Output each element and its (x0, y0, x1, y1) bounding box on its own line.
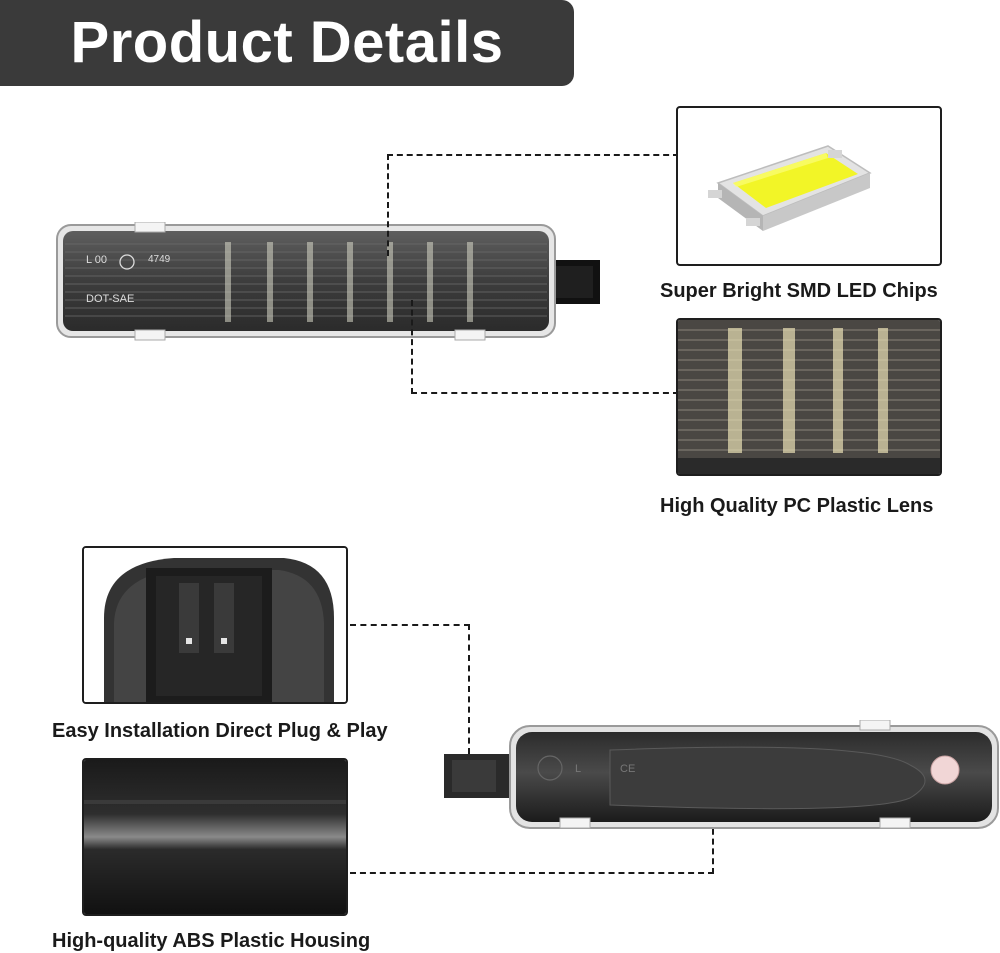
abs-housing-closeup (84, 760, 346, 914)
caption-lens: High Quality PC Plastic Lens (660, 495, 934, 517)
lamp-front-mark-dot: DOT-SAE (86, 293, 135, 305)
caption-housing: High-quality ABS Plastic Housing (52, 930, 371, 952)
housing-closeup-frame (82, 758, 348, 916)
lamp-front-mark-code: 4749 (148, 254, 171, 265)
page-title: Product Details (70, 10, 504, 75)
lamp-back-view (440, 720, 1000, 835)
led-chip-closeup-frame (676, 106, 942, 266)
caption-installation: Easy Installation Direct Plug & Play (52, 720, 388, 742)
lamp-front-mark-l: L 00 (86, 254, 108, 266)
smd-led-chip-icon (708, 145, 872, 231)
lamp-front-view (55, 222, 605, 342)
lens-closeup-frame (676, 318, 942, 476)
lamp-back-mark-ce: CE (620, 763, 636, 775)
lamp-back-mark-l: L (575, 763, 582, 775)
leader-line-plug (350, 624, 470, 754)
leader-line-lens (411, 300, 679, 394)
caption-led-chips: Super Bright SMD LED Chips (660, 280, 938, 302)
pc-lens-closeup (678, 320, 940, 474)
title-banner (0, 0, 574, 86)
plug-closeup-frame (82, 546, 348, 704)
plug-connector-closeup (84, 548, 346, 702)
leader-line-led (387, 154, 679, 256)
